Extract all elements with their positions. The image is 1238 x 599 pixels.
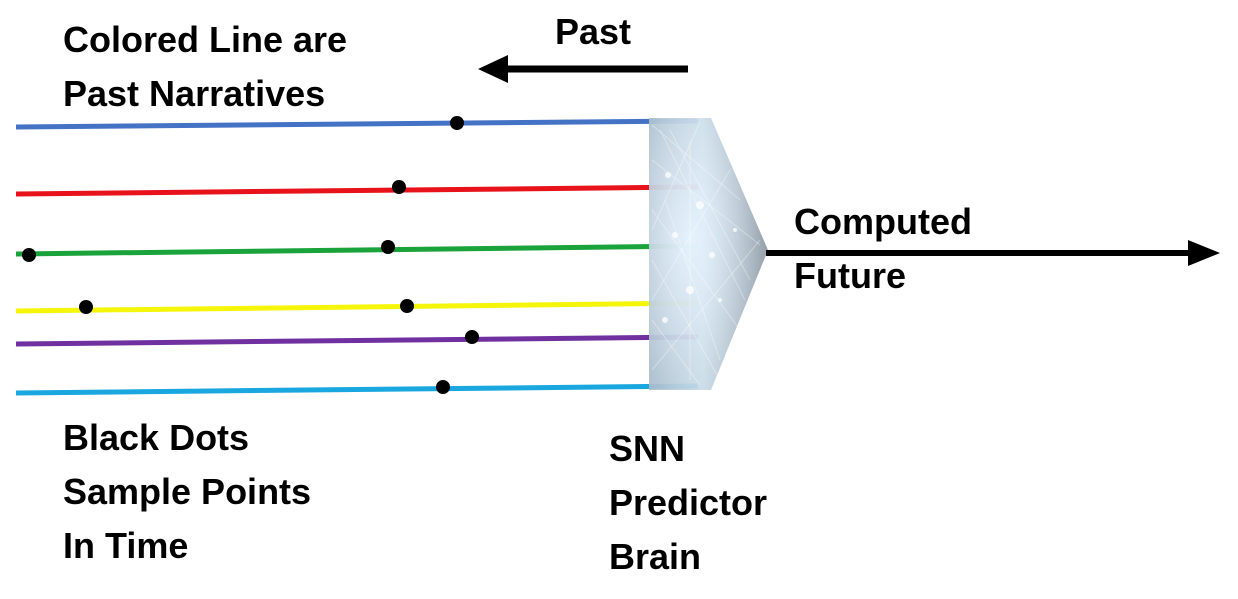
narrative-line-cyan (15, 383, 699, 396)
sample-dot (22, 248, 36, 262)
past-arrow-head (478, 55, 508, 83)
computed-future-label-line-2: Future (794, 255, 906, 296)
sample-dot (392, 180, 406, 194)
snn-predictor-label-line-2: Predictor (609, 482, 768, 523)
colored-lines-label: Colored Line are Past Narratives (63, 13, 347, 121)
sample-dot (400, 299, 414, 313)
sample-dot (79, 300, 93, 314)
narrative-line-blue (15, 118, 699, 130)
computed-future-label-line-1: Computed (794, 201, 972, 242)
future-arrow-head (1188, 240, 1220, 266)
sample-dot (450, 116, 464, 130)
brain-glow (649, 118, 768, 390)
black-dots-label-line-3: In Time (63, 525, 189, 566)
black-dots-label-line-1: Black Dots (63, 417, 250, 458)
past-label: Past (555, 5, 631, 59)
narrative-lines (15, 118, 699, 396)
narrative-line-yellow (15, 300, 699, 314)
snn-predictor-label: SNN Predictor Brain (609, 422, 767, 584)
snn-brain-block (649, 118, 768, 390)
past-arrow (478, 55, 688, 83)
black-dots-label-line-2: Sample Points (63, 471, 312, 512)
computed-future-label: Computed Future (794, 195, 972, 303)
sample-dot (436, 380, 450, 394)
colored-lines-label-line-2: Past Narratives (63, 73, 326, 114)
sample-dots (22, 116, 479, 394)
snn-predictor-label-line-1: SNN (609, 428, 686, 469)
black-dots-label: Black Dots Sample Points In Time (63, 411, 311, 573)
narrative-line-green (15, 243, 699, 257)
brain-sparkles (662, 172, 737, 323)
sample-dot (381, 240, 395, 254)
narrative-line-red (15, 184, 699, 197)
sample-dot (465, 330, 479, 344)
past-label-text: Past (555, 11, 632, 52)
colored-lines-label-line-1: Colored Line are (63, 19, 348, 60)
snn-predictor-label-line-3: Brain (609, 536, 702, 577)
future-arrow (766, 240, 1220, 266)
narrative-line-purple (15, 334, 699, 347)
